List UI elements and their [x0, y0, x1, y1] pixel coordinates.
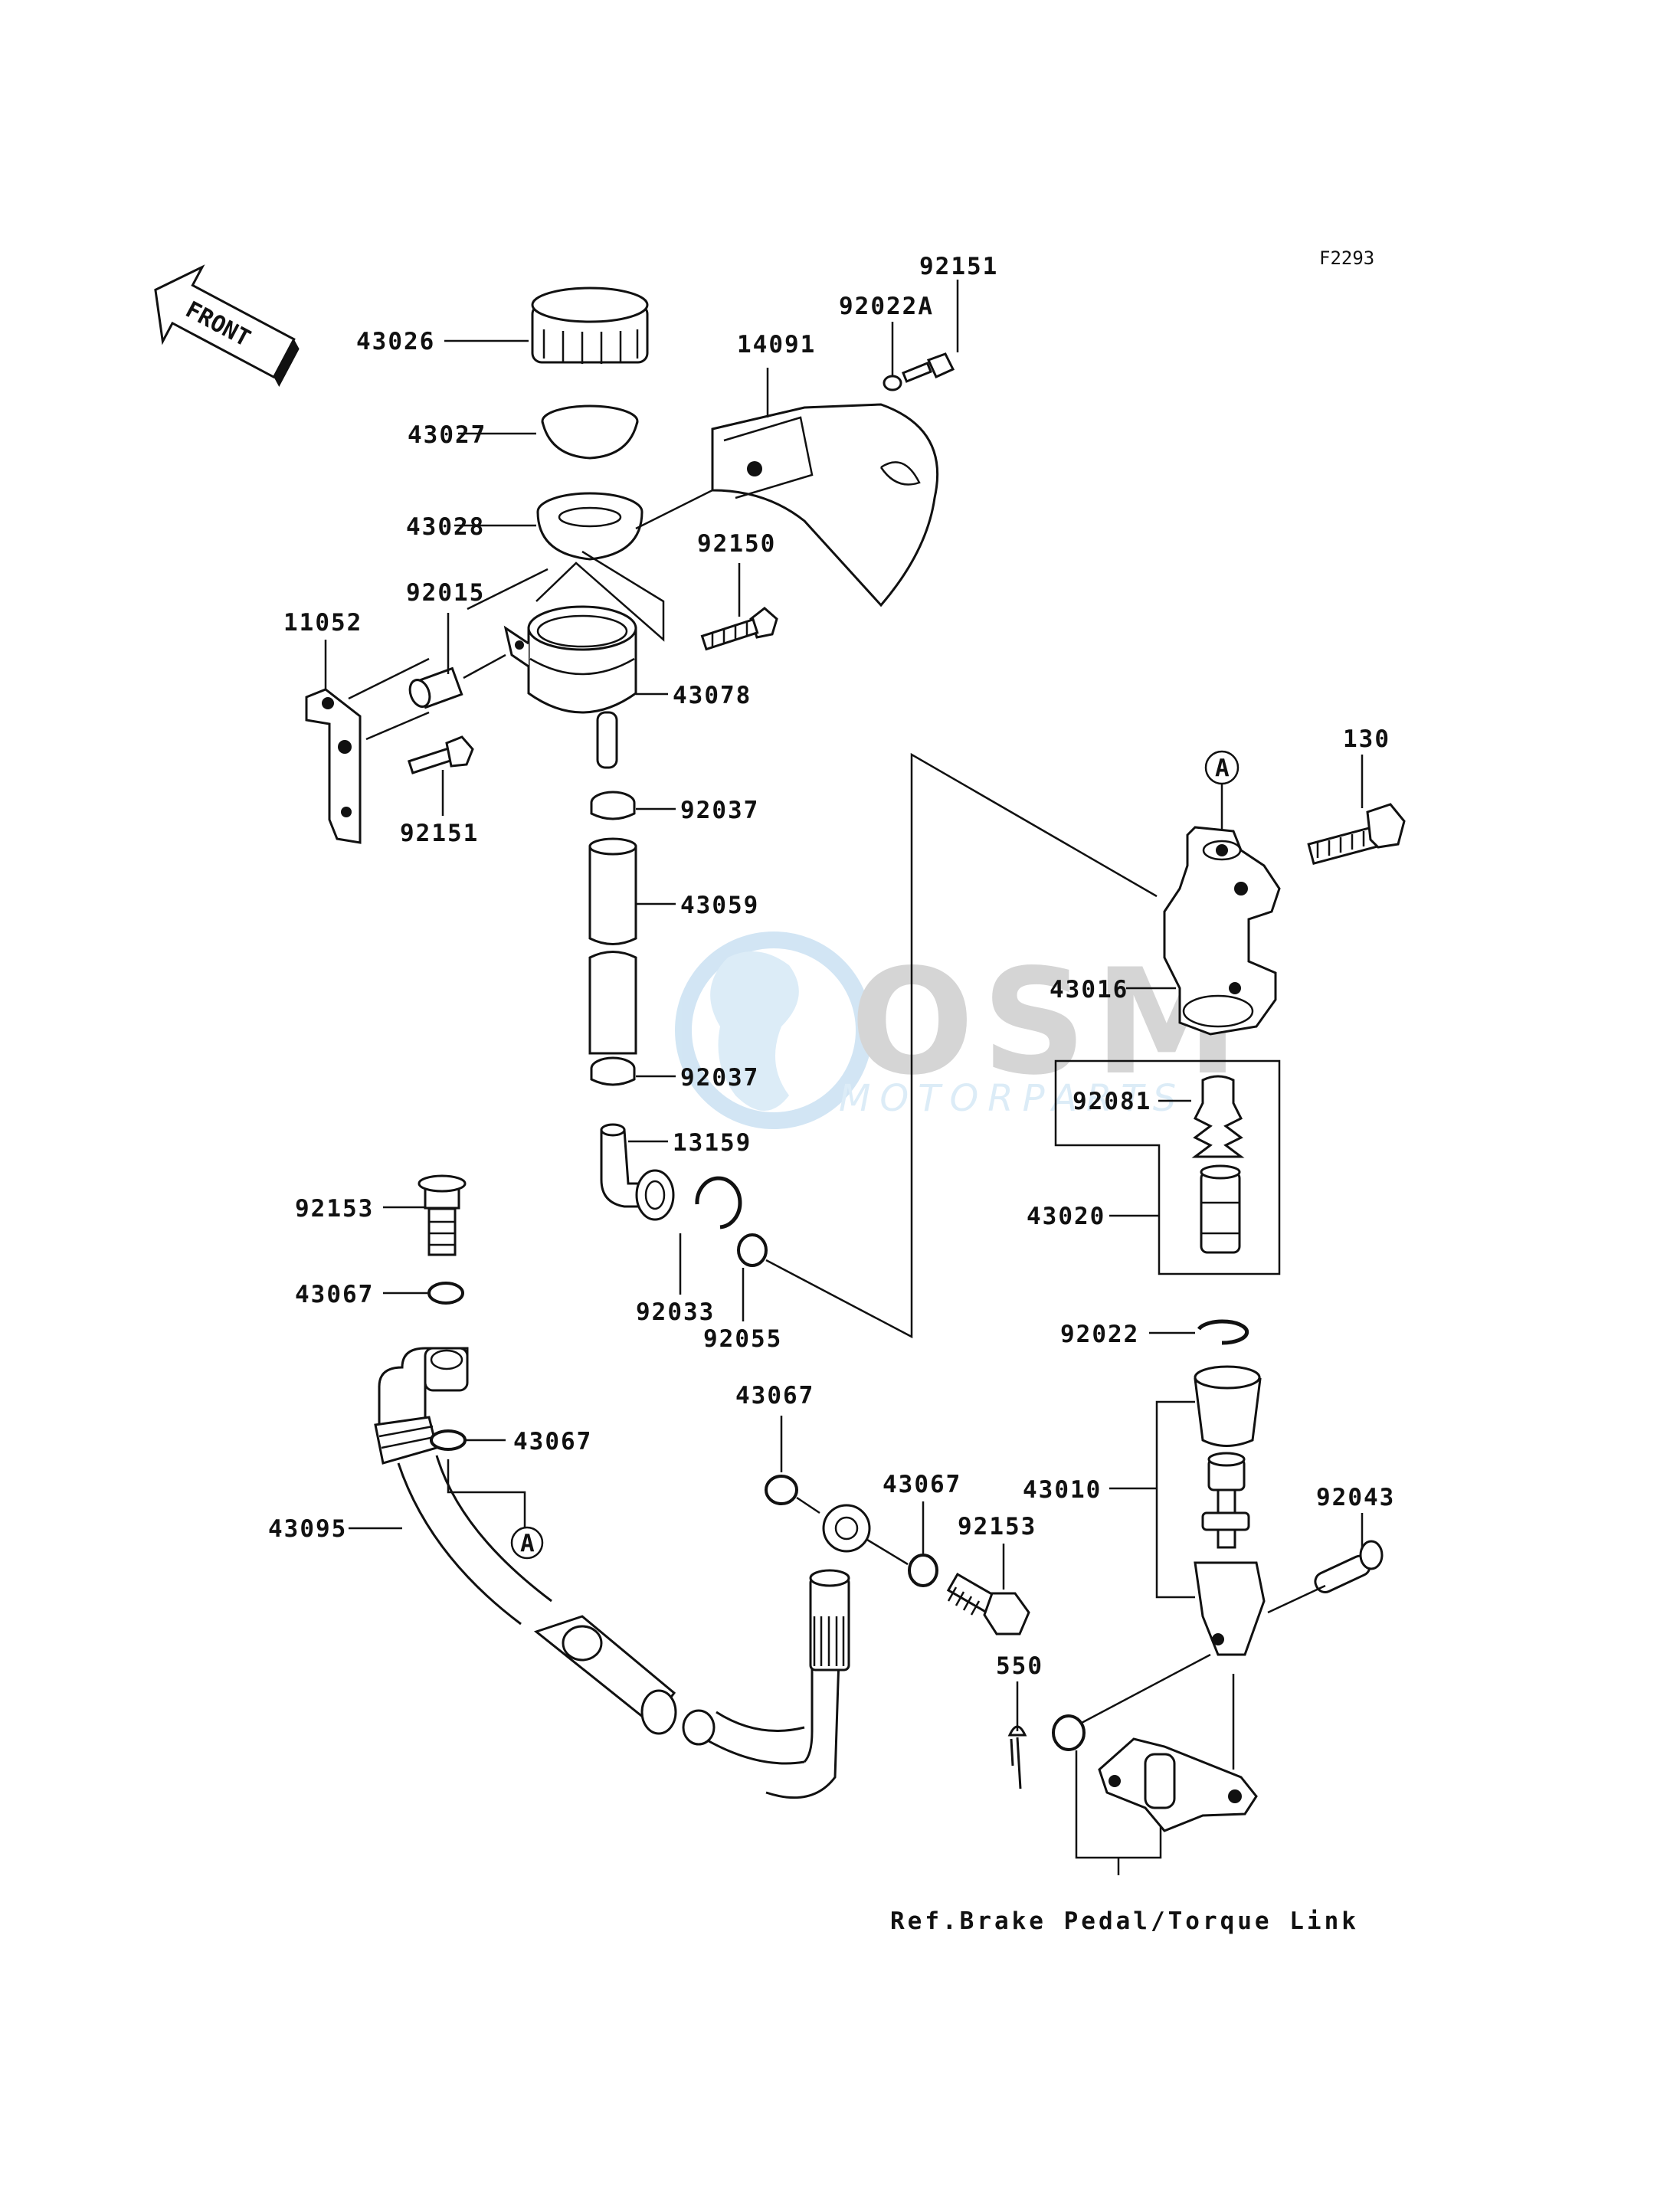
reference-note: Ref.Brake Pedal/Torque Link [890, 1907, 1359, 1935]
part-label-92015: 92015 [406, 579, 485, 607]
callout-a-bottom-label: A [520, 1530, 536, 1557]
washer-43067-upper-part [427, 1282, 464, 1305]
part-label-92150: 92150 [697, 530, 776, 558]
part-label-550: 550 [996, 1652, 1043, 1680]
reservoir-hose-part [588, 837, 637, 1055]
part-label-43016: 43016 [1050, 976, 1128, 1004]
washer-43067-right-part [908, 1554, 938, 1587]
elbow-fitting-13159-part [600, 1123, 675, 1221]
globe-icon [675, 932, 873, 1129]
spring-92081-part [1191, 1075, 1245, 1158]
part-label-11052: 11052 [283, 609, 362, 637]
part-label-43028: 43028 [406, 513, 485, 541]
globe-continents [710, 951, 799, 1111]
reservoir-cap-part [531, 286, 649, 364]
reservoir-cover-part [711, 403, 939, 607]
piston-43020-part [1200, 1164, 1241, 1254]
bolt-92151-top-part [902, 352, 955, 383]
part-label-92153-right: 92153 [958, 1513, 1036, 1541]
part-label-92151-top: 92151 [919, 253, 998, 280]
part-label-92153-left: 92153 [295, 1195, 374, 1223]
banjo-bolt-92153-left-part [418, 1174, 467, 1256]
part-label-92033: 92033 [636, 1298, 715, 1326]
collar-92015-part [408, 666, 463, 709]
brake-pedal-lever-part [1098, 1737, 1258, 1832]
part-label-130: 130 [1343, 725, 1390, 753]
part-label-43059: 43059 [680, 892, 759, 919]
part-label-14091: 14091 [737, 331, 816, 359]
banjo-bolt-92153-right-part [946, 1573, 1030, 1635]
part-label-92055: 92055 [703, 1325, 782, 1353]
part-label-43067-upper: 43067 [295, 1281, 374, 1308]
part-label-43067-mid: 43067 [735, 1382, 814, 1410]
watermark-sub: MOTORPARTS [839, 1077, 1185, 1120]
hose-clip-92037-top-part [590, 791, 636, 820]
callout-a-bottom [510, 1526, 544, 1560]
part-label-92043: 92043 [1316, 1484, 1395, 1511]
callout-a-top-label: A [1215, 755, 1231, 782]
osm-watermark: OSM MOTORPARTS [675, 932, 1239, 1129]
hose-clip-92037-bottom-part [590, 1056, 636, 1086]
front-arrow-icon: FRONT [154, 264, 300, 387]
part-label-43026: 43026 [356, 328, 435, 355]
part-label-92037-top: 92037 [680, 797, 759, 824]
bolt-130-part [1307, 803, 1406, 866]
part-label-43067-lower: 43067 [513, 1428, 592, 1455]
part-label-43067-right: 43067 [883, 1471, 961, 1498]
push-rod-assembly-part [1194, 1365, 1266, 1656]
part-label-92022A: 92022A [839, 293, 934, 320]
diaphragm-part [536, 492, 644, 561]
washer-43067-mid-part [765, 1475, 798, 1505]
reservoir-tank-part [503, 605, 637, 769]
part-label-92151-bottom: 92151 [400, 820, 479, 847]
part-label-43095: 43095 [268, 1515, 347, 1543]
brake-hose-part [374, 1347, 871, 1799]
washer-43067-lower-part [430, 1429, 467, 1451]
circlip-92033-part [695, 1176, 742, 1229]
washer-92022a-part [883, 375, 902, 391]
clevis-pin-92043-part [1314, 1540, 1384, 1593]
o-ring-92055-part [737, 1233, 768, 1267]
bracket-11052-part [305, 688, 362, 844]
cotter-pin-550-part [1007, 1725, 1027, 1789]
part-label-43020: 43020 [1027, 1203, 1105, 1230]
diaphragm-plate-part [541, 404, 639, 460]
part-label-43078: 43078 [673, 682, 752, 709]
part-label-43010: 43010 [1023, 1476, 1102, 1504]
part-label-13159: 13159 [673, 1129, 752, 1157]
part-label-92081: 92081 [1073, 1088, 1151, 1115]
bolt-92151-bottom-part [407, 735, 474, 774]
washer-torque-link-part [1052, 1714, 1086, 1751]
diagram-code: F2293 [1319, 247, 1374, 269]
part-label-92037-bottom: 92037 [680, 1064, 759, 1092]
circlip-92022-part [1197, 1319, 1249, 1345]
master-cylinder-body-part [1163, 826, 1281, 1036]
bolt-92150-part [700, 607, 778, 651]
part-label-92022: 92022 [1060, 1321, 1139, 1348]
part-label-43027: 43027 [408, 421, 486, 449]
